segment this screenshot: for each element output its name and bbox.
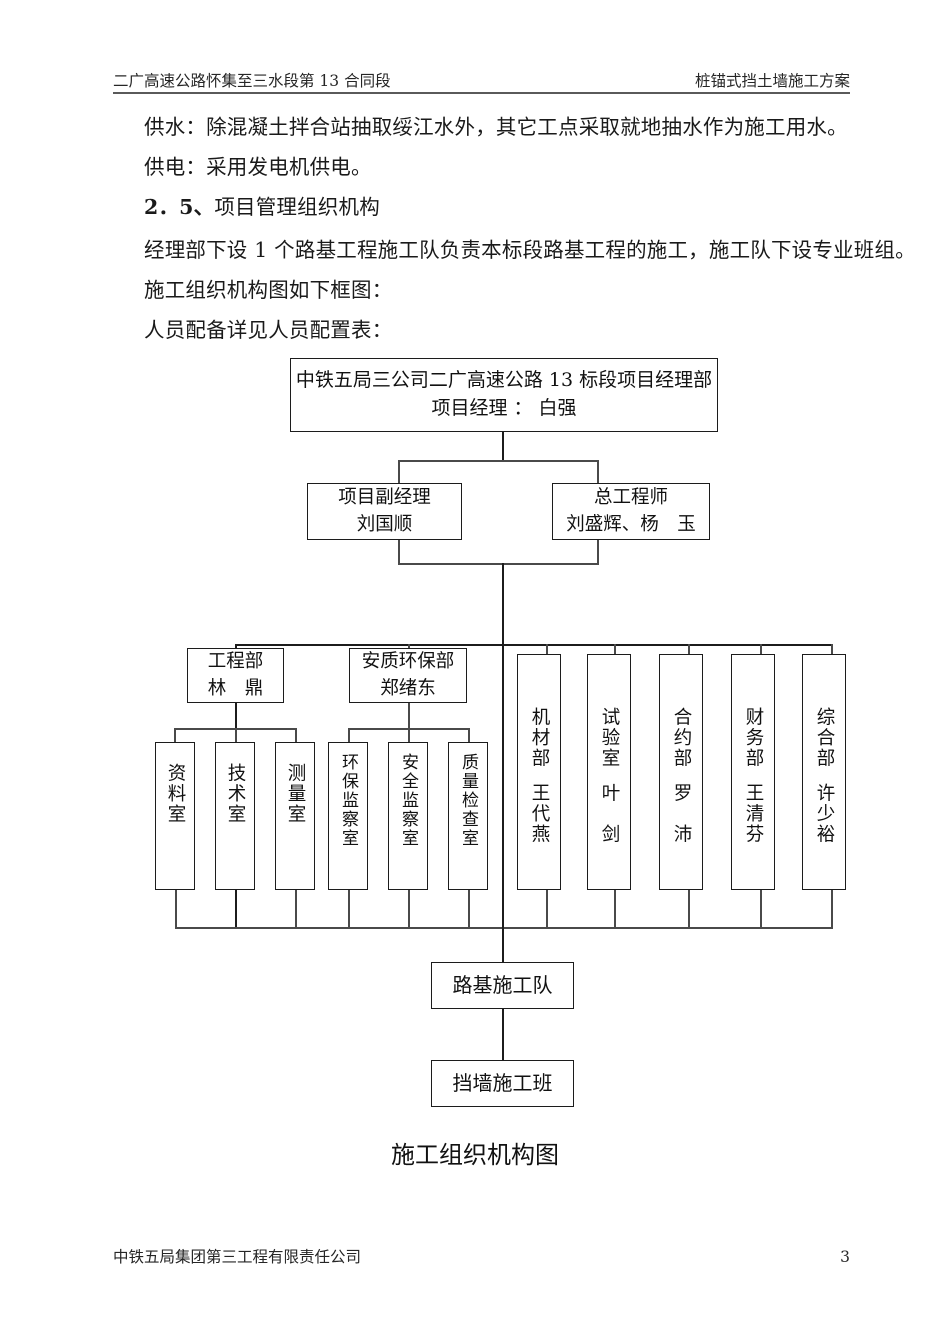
header-rule <box>113 92 850 94</box>
connector-trunk-down <box>502 563 505 645</box>
connector-main-trunk <box>502 644 505 962</box>
header-right-text: 桩锚式挡土墙施工方案 <box>694 71 850 90</box>
section-number: 2．5、 <box>144 195 215 219</box>
node-laboratory: 试验室 叶 剑 <box>587 654 631 890</box>
safety-department-title: 安质环保部 <box>361 650 455 672</box>
page-footer: 中铁五局集团第三工程有限责任公司 3 <box>113 1248 850 1266</box>
connector-team-to-squad <box>502 1009 505 1060</box>
quality-inspection-room-label: 质量检查室 <box>458 753 479 848</box>
node-safety-inspection-room: 安全监察室 <box>388 742 428 890</box>
general-affairs-name: 许少裕 <box>814 782 836 845</box>
connector-level2-bar <box>398 460 599 462</box>
connector-department-bar <box>235 644 832 646</box>
connector-deputy-down <box>398 460 400 484</box>
retaining-wall-squad-label: 挡墙施工班 <box>452 1071 553 1095</box>
safety-department-name: 郑绪东 <box>380 677 436 699</box>
connector-drop-finance <box>760 644 762 656</box>
paragraph-water-supply: 供水：除混凝土拌合站抽取绥江水外，其它工点采取就地抽水作为施工用水。 <box>144 115 848 139</box>
connector-sub-archive <box>174 728 176 744</box>
chief-engineer-title: 总工程师 <box>593 486 668 508</box>
deputy-manager-title: 项目副经理 <box>338 486 431 508</box>
connector-sub-technical <box>235 728 237 744</box>
node-technical-room: 技术室 <box>215 742 255 890</box>
equipment-department-name: 王代燕 <box>529 782 551 845</box>
engineering-department-name: 林 鼎 <box>207 677 264 699</box>
environment-inspection-room-label: 环保监察室 <box>338 753 359 848</box>
node-general-affairs-department: 综合部 许少裕 <box>802 654 846 890</box>
general-affairs-title: 综合部 <box>814 707 836 769</box>
finance-department-title: 财务部 <box>743 707 765 769</box>
engineering-department-title: 工程部 <box>207 650 264 672</box>
laboratory-title: 试验室 <box>599 707 621 769</box>
collector-drop-survey <box>295 890 297 929</box>
node-equipment-department: 机材部 王代燕 <box>517 654 561 890</box>
connector-drop-contract <box>688 644 690 656</box>
node-chief-engineer: 总工程师 刘盛辉、杨 玉 <box>552 483 710 540</box>
node-quality-inspection-room: 质量检查室 <box>448 742 488 890</box>
collector-drop-environment <box>348 890 350 929</box>
connector-level2-merge-bar <box>398 563 599 565</box>
collector-drop-general <box>831 890 833 929</box>
paragraph-chart-intro: 施工组织机构图如下框图： <box>144 278 393 302</box>
connector-engineering-down <box>235 703 238 730</box>
safety-inspection-room-label: 安全监察室 <box>398 753 419 848</box>
finance-department-name: 王清芬 <box>743 782 765 845</box>
connector-chief-tail <box>597 540 599 565</box>
paragraph-team-structure: 经理部下设 1 个路基工程施工队负责本标段路基工程的施工，施工队下设专业班组。 <box>144 238 916 262</box>
node-deputy-manager: 项目副经理 刘国顺 <box>307 483 462 540</box>
node-archive-room: 资料室 <box>155 742 195 890</box>
header-left-text: 二广高速公路怀集至三水段第 13 合同段 <box>113 71 391 90</box>
section-title: 项目管理组织机构 <box>214 195 380 219</box>
node-environment-inspection-room: 环保监察室 <box>328 742 368 890</box>
collector-drop-quality <box>468 890 470 929</box>
node-roadbed-construction-team: 路基施工队 <box>431 962 574 1009</box>
root-line-2: 项目经理 ： 白强 <box>431 397 577 419</box>
paragraph-power-supply: 供电：采用发电机供电。 <box>144 155 372 179</box>
chief-engineer-name: 刘盛辉、杨 玉 <box>566 513 696 535</box>
equipment-department-title: 机材部 <box>529 707 551 769</box>
node-contract-department: 合约部 罗 沛 <box>659 654 703 890</box>
paragraph-staffing-note: 人员配备详见人员配置表： <box>144 318 393 342</box>
deputy-manager-name: 刘国顺 <box>356 513 413 535</box>
contract-department-name: 罗 沛 <box>671 782 693 845</box>
collector-drop-finance <box>760 890 762 929</box>
collector-drop-equipment <box>546 890 548 929</box>
node-engineering-department: 工程部 林 鼎 <box>187 648 284 703</box>
collector-drop-safety-inspect <box>408 890 410 929</box>
laboratory-name: 叶 剑 <box>599 782 621 845</box>
node-survey-room: 测量室 <box>275 742 315 890</box>
connector-safety-down <box>408 703 410 730</box>
survey-room-label: 测量室 <box>285 763 307 825</box>
node-project-department: 中铁五局三公司二广高速公路 13 标段项目经理部 项目经理 ： 白强 <box>290 358 718 432</box>
collector-drop-lab <box>614 890 616 929</box>
connector-sub-environment <box>348 728 350 744</box>
roadbed-team-label: 路基施工队 <box>452 973 553 997</box>
collector-drop-contract <box>688 890 690 929</box>
footer-company-name: 中铁五局集团第三工程有限责任公司 <box>113 1248 362 1266</box>
connector-drop-equipment <box>546 644 548 656</box>
node-finance-department: 财务部 王清芬 <box>731 654 775 890</box>
contract-department-title: 合约部 <box>671 707 693 769</box>
collector-drop-technical <box>235 890 238 929</box>
connector-sub-survey <box>295 728 297 744</box>
connector-drop-lab <box>614 644 616 656</box>
footer-page-number: 3 <box>840 1248 850 1266</box>
connector-sub-quality <box>468 728 470 744</box>
node-safety-environment-department: 安质环保部 郑绪东 <box>349 648 467 703</box>
collector-drop-archive <box>175 890 177 929</box>
connector-root-down <box>502 432 505 461</box>
connector-chief-engineer-down <box>597 460 599 484</box>
connector-deputy-tail <box>398 540 400 565</box>
root-line-1: 中铁五局三公司二广高速公路 13 标段项目经理部 <box>295 369 713 392</box>
technical-room-label: 技术室 <box>225 763 247 825</box>
connector-sub-safety-inspect <box>408 728 410 744</box>
running-header: 二广高速公路怀集至三水段第 13 合同段 桩锚式挡土墙施工方案 <box>113 63 850 89</box>
figure-caption: 施工组织机构图 <box>391 1141 559 1169</box>
connector-drop-general <box>831 644 833 656</box>
node-retaining-wall-squad: 挡墙施工班 <box>431 1060 574 1107</box>
archive-room-label: 资料室 <box>165 763 187 825</box>
section-heading-2-5: 2．5、项目管理组织机构 <box>144 197 380 218</box>
